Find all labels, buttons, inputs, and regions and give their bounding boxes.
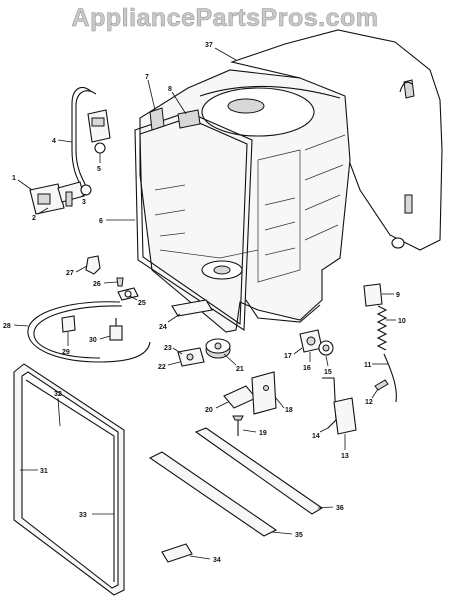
label-13: 13 <box>341 453 349 460</box>
label-26: 26 <box>93 281 101 288</box>
part-18-20-bracket <box>223 371 277 415</box>
label-31: 31 <box>40 468 48 475</box>
part-34-cap <box>161 543 193 563</box>
label-16: 16 <box>303 365 311 372</box>
label-11: 11 <box>364 362 372 369</box>
label-7: 7 <box>145 74 149 81</box>
label-27: 27 <box>66 270 74 277</box>
part-31-33-door <box>13 363 125 596</box>
label-23: 23 <box>164 345 172 352</box>
label-34: 34 <box>213 557 221 564</box>
part-28-wire-harness <box>27 301 151 363</box>
label-9: 9 <box>396 292 400 299</box>
leader-lines <box>13 47 396 560</box>
label-17: 17 <box>284 353 292 360</box>
part-14-hinge-arm <box>322 377 337 429</box>
label-5: 5 <box>97 166 101 173</box>
label-37: 37 <box>205 42 213 49</box>
watermark: AppliancePartsPros.com <box>71 4 379 33</box>
part-4-hose <box>71 87 93 189</box>
label-14: 14 <box>312 433 320 440</box>
label-22: 22 <box>158 364 166 371</box>
part-19-screw <box>232 415 244 436</box>
label-18: 18 <box>285 407 293 414</box>
label-2: 2 <box>32 215 36 222</box>
label-25: 25 <box>138 300 146 307</box>
part-11-cable <box>383 353 397 403</box>
label-6: 6 <box>99 218 103 225</box>
part-22-23-sensor <box>177 347 205 367</box>
label-19: 19 <box>259 430 267 437</box>
label-20: 20 <box>205 407 213 414</box>
part-29-connector <box>61 315 76 333</box>
part-24-bracket <box>171 299 213 317</box>
label-21: 21 <box>236 366 244 373</box>
label-10: 10 <box>398 318 406 325</box>
part-15-grommet <box>318 340 334 356</box>
label-36: 36 <box>336 505 344 512</box>
label-30: 30 <box>89 337 97 344</box>
part-number-labels: 37 7 8 4 5 1 2 3 6 27 26 25 28 29 30 24 … <box>3 42 406 564</box>
part-1-3-water-valve <box>29 181 92 215</box>
part-7-8-brackets <box>149 107 201 131</box>
label-12: 12 <box>365 399 373 406</box>
part-25-26-clips <box>116 277 139 301</box>
label-24: 24 <box>159 324 167 331</box>
label-32: 32 <box>54 391 62 398</box>
part-10-spring <box>376 305 388 351</box>
part-35-toe-panel <box>148 451 278 537</box>
part-9-clip <box>363 283 383 307</box>
part-27-bracket <box>85 255 101 275</box>
part-12-pin <box>374 379 389 391</box>
part-30-plug <box>109 318 123 341</box>
label-28: 28 <box>3 323 11 330</box>
part-21-pump <box>205 338 231 359</box>
label-4: 4 <box>52 138 56 145</box>
label-8: 8 <box>168 86 172 93</box>
part-13-hinge <box>333 397 357 435</box>
part-5-vent <box>87 109 111 154</box>
label-35: 35 <box>295 532 303 539</box>
label-15: 15 <box>324 369 332 376</box>
label-1: 1 <box>12 175 16 182</box>
label-29: 29 <box>62 349 70 356</box>
label-33: 33 <box>79 512 87 519</box>
label-3: 3 <box>82 199 86 206</box>
